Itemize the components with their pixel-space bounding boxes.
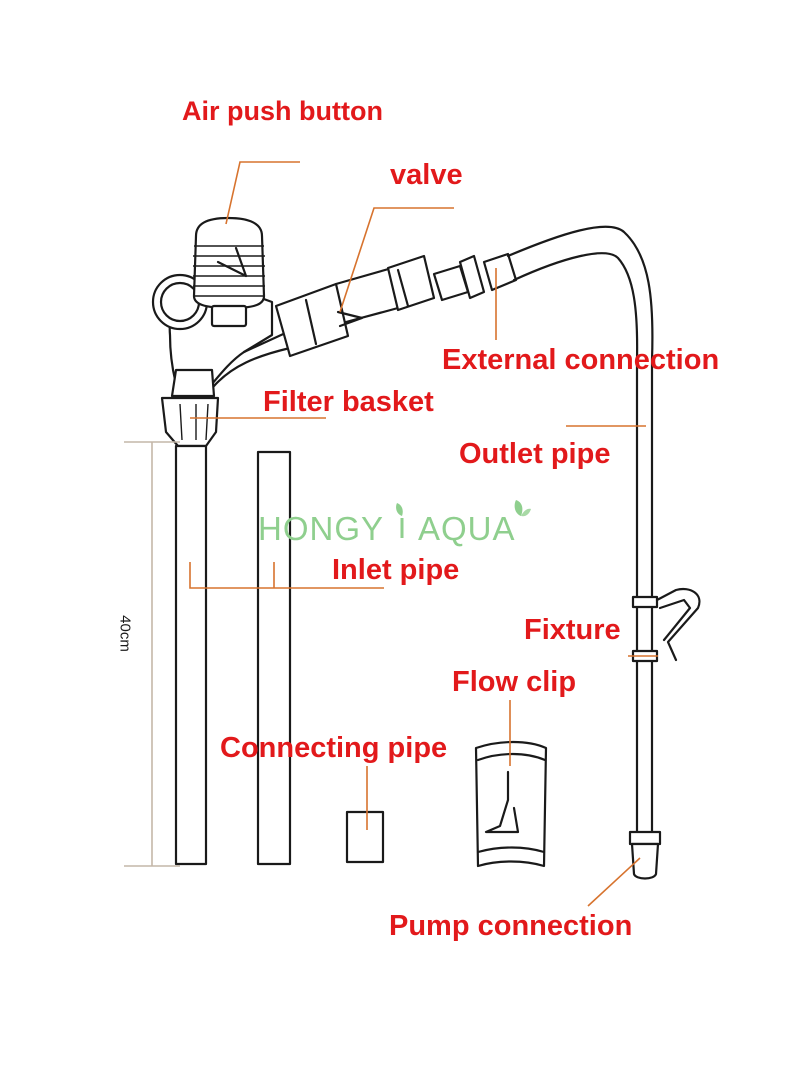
coupling-collar xyxy=(482,252,518,292)
label-inlet-pipe: Inlet pipe xyxy=(332,554,460,586)
label-filter-basket: Filter basket xyxy=(263,386,434,418)
flow-clip-bottom-arc xyxy=(476,846,546,854)
pump-collar xyxy=(628,830,662,846)
basket-top xyxy=(170,368,216,398)
fixture-band-top xyxy=(631,595,659,609)
label-connecting-pipe: Connecting pipe xyxy=(220,732,448,764)
label-valve: valve xyxy=(390,159,463,191)
fixture-clip-arm xyxy=(655,587,701,662)
basket-slots xyxy=(179,403,209,441)
bellows-outline xyxy=(192,216,266,310)
fixture-clip-inner xyxy=(658,598,692,642)
filter-basket-drawing xyxy=(160,368,220,448)
outlet-pipe-inner xyxy=(512,252,639,842)
outlet-pipe-drawing xyxy=(506,225,654,842)
valve-link-bottom xyxy=(344,306,400,324)
inlet-pipe-extension xyxy=(256,450,292,866)
external-connector xyxy=(386,254,436,312)
label-air-push-button: Air push button xyxy=(182,96,383,126)
flow-clip-slot xyxy=(484,770,520,834)
air-push-button-drawing xyxy=(192,216,266,328)
label-external-connection: External connection xyxy=(442,344,720,376)
connecting-pipe-piece xyxy=(345,810,385,864)
dimension-marker xyxy=(124,441,180,867)
inlet-pipes-drawing xyxy=(174,444,292,866)
valve-link-top xyxy=(334,266,394,286)
valve-inner-line xyxy=(304,298,318,346)
leader-air-push-button xyxy=(225,161,300,225)
leader-valve xyxy=(339,207,454,313)
dimension-line xyxy=(124,441,180,867)
leader-inlet-pipe xyxy=(189,562,384,589)
label-outlet-pipe: Outlet pipe xyxy=(459,438,611,470)
flow-clip-drawing xyxy=(474,740,548,868)
external-connector-ridge xyxy=(396,268,410,308)
valve-body xyxy=(274,282,350,358)
button-stem xyxy=(210,304,248,328)
pump-end-drawing xyxy=(628,830,662,880)
pump-nozzle xyxy=(630,842,660,880)
inlet-pipe-long xyxy=(174,444,208,866)
leaf-icon xyxy=(394,503,410,546)
watermark: HONGY AQUA xyxy=(258,503,516,547)
coupling-nut xyxy=(458,254,486,300)
bellows-ribs xyxy=(193,245,265,297)
leaf-icon xyxy=(510,498,532,518)
flow-clip-body xyxy=(474,740,548,868)
outlet-pipe-outer xyxy=(506,225,654,842)
watermark-text-hongy: HONGY xyxy=(258,510,384,547)
leader-lines xyxy=(189,161,658,907)
valve-assembly xyxy=(274,252,518,358)
watermark-text-aqua: AQUA xyxy=(417,510,516,547)
leader-pump-connection xyxy=(587,857,641,907)
label-flow-clip: Flow clip xyxy=(452,666,577,698)
dimension-label: 40cm xyxy=(116,615,134,652)
basket-body xyxy=(160,396,220,448)
label-pump-connection: Pump connection xyxy=(389,910,633,942)
flow-clip-top-arc xyxy=(476,752,547,762)
label-fixture: Fixture xyxy=(524,614,621,646)
fixture-drawing xyxy=(631,587,701,663)
bellows-inner-stroke xyxy=(216,246,248,278)
elbow-bottom-line xyxy=(212,346,292,388)
